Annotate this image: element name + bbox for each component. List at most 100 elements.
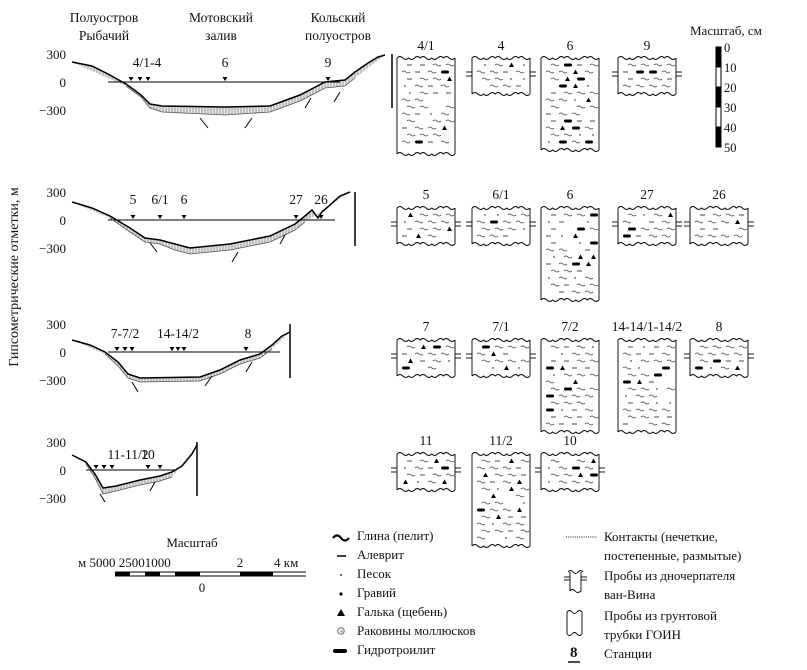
legend-item-gravel: Гравий — [357, 585, 396, 600]
core-texture — [402, 344, 455, 370]
core-body — [612, 206, 682, 246]
core-texture — [476, 62, 525, 88]
profile-2-fault-0 — [149, 242, 158, 253]
profile-3-station-marker — [129, 347, 135, 351]
core-column-label: 6 — [567, 187, 574, 202]
map-scale: Масштаб м 5000 25001000 2 4 км 0 — [78, 535, 306, 595]
core-texture — [402, 212, 455, 238]
legend-item-silt: Алеврит — [357, 547, 404, 562]
profile-3-tick-1: 0 — [60, 345, 67, 360]
y-axis-label: Гипсометрические отметки, м — [7, 187, 22, 367]
profile-4-sediment — [72, 445, 197, 494]
profile-3-tick-0: 300 — [47, 317, 67, 332]
legend-item-hydrotroilite: Гидротроилит — [357, 642, 436, 657]
core-texture — [622, 212, 676, 238]
profile-1-tick-1: 0 — [60, 75, 67, 90]
sand-icon — [340, 574, 342, 576]
core-body — [396, 56, 456, 156]
region-label-motovsky-line1: Мотовский — [189, 10, 253, 25]
core-body — [466, 206, 536, 246]
profile-1-tick-2: −300 — [39, 103, 66, 118]
core-column-label: 4 — [498, 38, 505, 53]
core-body — [391, 452, 461, 492]
profile-2-station-marker — [181, 215, 187, 219]
profile-3-station-marker — [181, 347, 187, 351]
profile-4-tick-0: 300 — [47, 435, 67, 450]
profile-1-fault-0 — [199, 117, 209, 129]
hydrotroilite-icon — [333, 649, 347, 653]
profile-2-station-marker — [318, 215, 324, 219]
profile-2-tick-2: −300 — [39, 241, 66, 256]
legend-item-pebble: Галька (щебень) — [357, 604, 447, 619]
core-column-2-2: 6/1 — [466, 187, 536, 246]
profile-2-station-marker — [157, 215, 163, 219]
core-column-2-3: 6 — [540, 187, 600, 302]
map-scale-label-2: 2 — [237, 555, 244, 570]
profile-1-fault-1 — [244, 117, 253, 129]
core-body — [535, 452, 605, 492]
core-column-label: 14-14/1-14/2 — [612, 319, 683, 334]
header-region-labels: Полуостров Рыбачий Мотовский залив Кольс… — [70, 10, 371, 43]
region-label-kola-line2: полуостров — [305, 28, 371, 43]
legend-grab-line1: Пробы из дночерпателя — [604, 568, 735, 583]
core-texture — [545, 63, 599, 144]
profile-1-seabed — [71, 54, 386, 108]
legend-right-column: Контакты (нечеткие, постепенные, размыты… — [564, 529, 741, 663]
profile-1-fault-3 — [333, 91, 341, 103]
map-scale-title: Масштаб — [166, 535, 218, 550]
core-column-1-1: 4/1 — [396, 38, 456, 156]
profile-3-station-label: 14-14/2 — [157, 326, 199, 341]
core-column-label: 8 — [716, 319, 723, 334]
profile-4-tick-2: −300 — [39, 491, 66, 506]
core-column-label: 6/1 — [492, 187, 509, 202]
core-body — [471, 452, 531, 548]
profile-2-fault-2 — [279, 234, 286, 245]
core-body — [684, 206, 754, 246]
legend: Глина (пелит) Алеврит Песок Гравий Гальк… — [332, 528, 741, 663]
profile-3-fault-2 — [245, 361, 253, 373]
core-column-1-2: 4 — [466, 38, 536, 96]
profile-2-tick-1: 0 — [60, 213, 67, 228]
legend-item-sand: Песок — [357, 566, 392, 581]
profile-3-tick-2: −300 — [39, 373, 66, 388]
core-scale-tick: 30 — [724, 101, 737, 115]
profile-2-sediment-base — [109, 217, 306, 255]
core-column-1-3: 6 — [540, 38, 600, 152]
profile-2-station-label: 6/1 — [151, 192, 168, 207]
core-texture — [476, 345, 530, 370]
profile-4-sediment-base — [85, 463, 173, 495]
profile-1-station-marker — [145, 77, 151, 81]
core-body — [540, 206, 600, 302]
region-label-motovsky-line2: залив — [205, 28, 237, 43]
profile-2-fault-1 — [231, 251, 239, 263]
core-column-2-1: 5 — [391, 187, 461, 246]
core-column-3-5: 8 — [684, 319, 754, 378]
core-texture — [403, 458, 455, 484]
profile-2-sediment — [72, 192, 350, 254]
profile-3-station-marker — [169, 347, 175, 351]
legend-left-column: Глина (пелит) Алеврит Песок Гравий Гальк… — [332, 528, 476, 657]
legend-item-shell: Раковины моллюсков — [357, 623, 476, 638]
profile-2-station-marker — [293, 215, 299, 219]
core-texture — [622, 63, 676, 88]
profile-3-station-marker — [122, 347, 128, 351]
profile-2-station-label: 26 — [314, 192, 328, 207]
core-column-1-4: 9 — [612, 38, 682, 96]
grab-sampler-icon — [564, 570, 587, 593]
legend-contacts-line2: постепенные, размытые) — [604, 548, 741, 563]
profile-2-tick-0: 300 — [47, 185, 67, 200]
core-texture — [694, 345, 748, 370]
profile-4-fault-0 — [99, 493, 106, 503]
core-column-4-2: 11/2 — [471, 433, 531, 548]
core-column-4-3: 10 — [535, 433, 605, 492]
core-body — [540, 338, 600, 434]
core-texture — [622, 345, 676, 426]
profile-3-station-label: 8 — [245, 326, 252, 341]
station-number-icon: 8 — [570, 645, 578, 661]
